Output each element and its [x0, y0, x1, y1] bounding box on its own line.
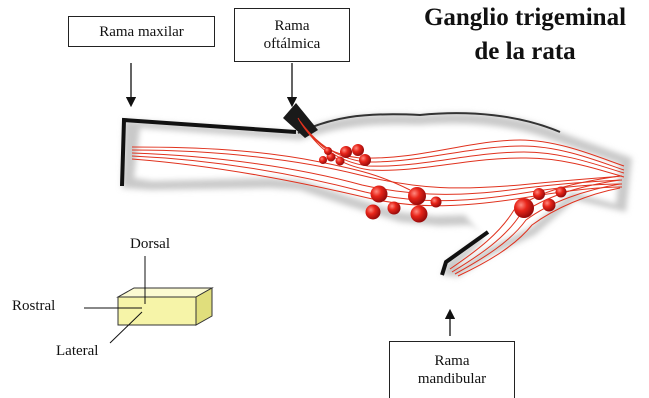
label-rama-mandibular: Rama mandibular: [389, 341, 515, 398]
neuron: [411, 206, 428, 223]
neuron: [324, 147, 332, 155]
label-rama-oftalmica-line1: Rama: [235, 17, 349, 35]
label-rama-mandibular-line2: mandibular: [390, 370, 514, 388]
label-rama-mandibular-line1: Rama: [390, 352, 514, 370]
label-rama-maxilar-text: Rama maxilar: [99, 24, 184, 40]
neuron: [359, 154, 371, 166]
diagram-title-line1: Ganglio trigeminal: [395, 4, 649, 32]
neuron: [543, 199, 556, 212]
label-rama-oftalmica: Rama oftálmica: [234, 8, 350, 62]
neuron: [336, 157, 345, 166]
neuron: [408, 187, 426, 205]
diagram-title-line2: de la rata: [395, 38, 649, 66]
neuron: [431, 197, 442, 208]
orientation-lateral-label: Lateral: [56, 343, 98, 360]
neuron: [388, 202, 401, 215]
neuron: [352, 144, 364, 156]
neuron: [514, 198, 534, 218]
neuron: [371, 186, 388, 203]
orientation-dorsal-label: Dorsal: [130, 236, 170, 253]
orientation-rostral-label: Rostral: [12, 298, 55, 315]
neuron: [340, 146, 352, 158]
neuron: [319, 156, 327, 164]
neuron: [556, 187, 567, 198]
neuron: [366, 205, 381, 220]
neuron: [533, 188, 545, 200]
label-rama-oftalmica-line2: oftálmica: [235, 35, 349, 53]
label-rama-maxilar: Rama maxilar: [68, 16, 215, 47]
orientation-cube: [118, 288, 212, 325]
